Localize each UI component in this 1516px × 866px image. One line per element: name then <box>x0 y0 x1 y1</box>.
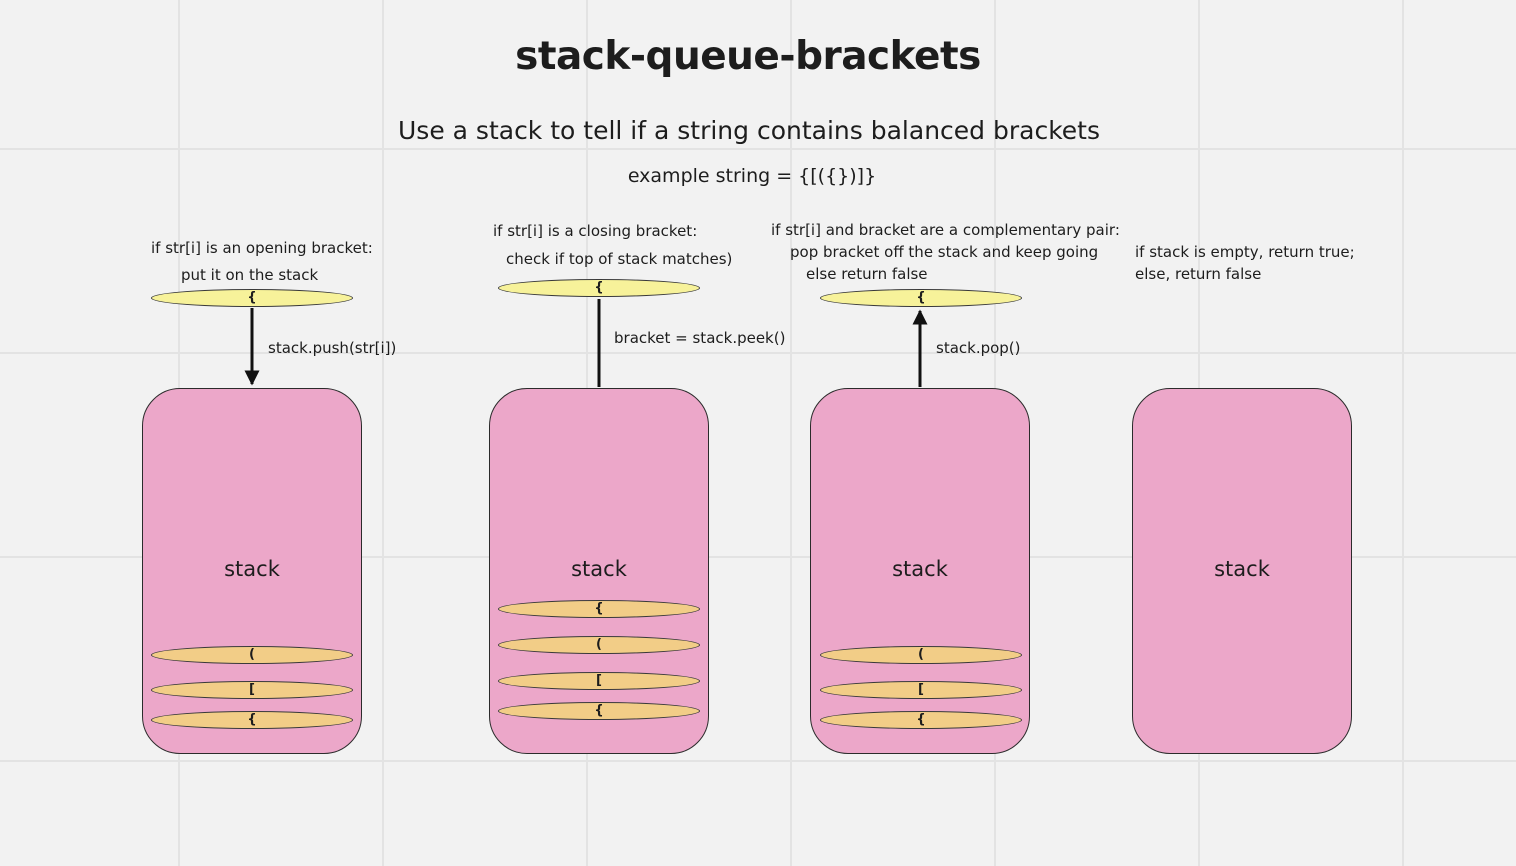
panel-peek-note-line-2: check if top of stack matches) <box>506 250 733 268</box>
panel-pop-note-line-2: pop bracket off the stack and keep going <box>790 243 1099 261</box>
example-string: example string = {[({})]} <box>627 165 877 187</box>
incoming-bracket: { <box>498 279 700 297</box>
stack-item: [ <box>498 672 700 690</box>
stack-label: stack <box>224 557 280 581</box>
panel-push-note-line-1: if str[i] is an opening bracket: <box>151 239 373 257</box>
stack-item: ( <box>820 646 1022 664</box>
stack-container: stack <box>142 388 362 754</box>
diagram-title: stack-queue-brackets <box>515 34 981 79</box>
stack-item: { <box>498 702 700 720</box>
stack-container: stack <box>1132 388 1352 754</box>
incoming-bracket: { <box>151 289 353 307</box>
stack-item: { <box>820 711 1022 729</box>
stack-label: stack <box>571 557 627 581</box>
popped-bracket: { <box>820 289 1022 307</box>
stack-container: stack <box>489 388 709 754</box>
stack-label: stack <box>1214 557 1270 581</box>
stack-container: stack <box>810 388 1030 754</box>
panel-empty-note-line-2: else, return false <box>1135 265 1262 283</box>
panel-push-note-line-2: put it on the stack <box>181 266 319 284</box>
stack-item: [ <box>820 681 1022 699</box>
push-operation-label: stack.push(str[i]) <box>268 339 397 357</box>
panel-pop-note-line-1: if str[i] and bracket are a complementar… <box>771 221 1120 239</box>
panel-peek-note-line-1: if str[i] is a closing bracket: <box>493 222 698 240</box>
diagram-subtitle: Use a stack to tell if a string contains… <box>398 116 1100 145</box>
panel-pop-note-line-3: else return false <box>806 265 928 283</box>
stack-item: { <box>498 600 700 618</box>
stack-item: ( <box>498 636 700 654</box>
stack-label: stack <box>892 557 948 581</box>
stack-item: ( <box>151 646 353 664</box>
peek-operation-label: bracket = stack.peek() <box>614 329 786 347</box>
panel-empty-note-line-1: if stack is empty, return true; <box>1135 243 1355 261</box>
stack-item: { <box>151 711 353 729</box>
stack-item: [ <box>151 681 353 699</box>
pop-operation-label: stack.pop() <box>936 339 1021 357</box>
